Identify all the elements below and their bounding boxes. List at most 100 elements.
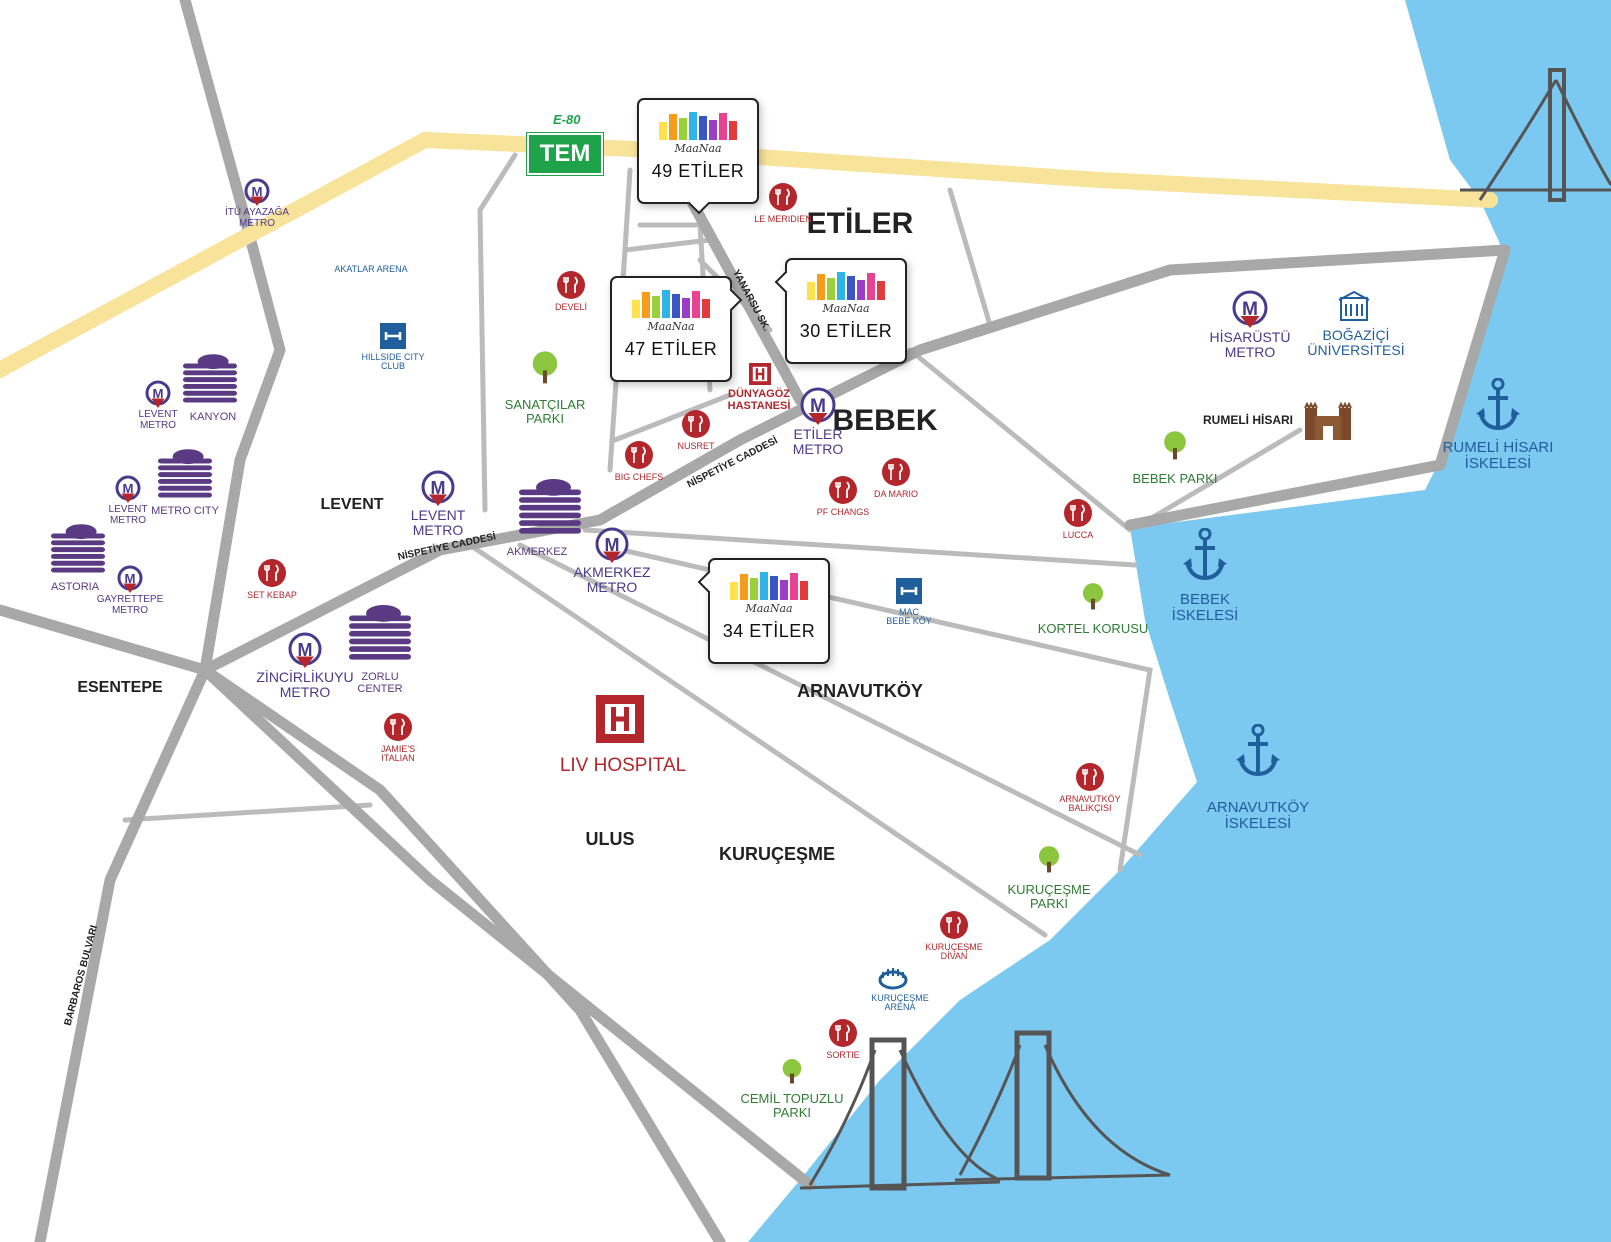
district-label: ESENTEPE — [77, 679, 163, 696]
restaurant-icon[interactable] — [681, 409, 711, 444]
restaurant-label: ARNAVUTKÖY BALIKÇISI — [1059, 794, 1121, 814]
pier-label: ARNAVUTKÖY İSKELESİ — [1206, 799, 1310, 832]
project-logo-text: MaaNaa — [822, 302, 870, 315]
bosphorus-bridge-2 — [954, 1030, 1171, 1182]
anchor-icon[interactable] — [1236, 723, 1280, 783]
maanaa-logo-icon — [710, 572, 828, 600]
mall-label: ZORLU CENTER — [357, 671, 403, 695]
bosphorus-bridge-1 — [799, 1037, 1001, 1191]
svg-text:M: M — [605, 535, 620, 555]
arena-icon[interactable] — [878, 964, 908, 995]
svg-text:M: M — [1242, 299, 1258, 320]
metro-icon[interactable]: M — [595, 527, 629, 572]
mall-label: AKMERKEZ — [506, 546, 568, 558]
svg-text:M: M — [298, 640, 313, 660]
sports-club-label: HILLSIDE CITY CLUB — [361, 352, 425, 372]
gym-icon[interactable] — [380, 323, 406, 354]
restaurant-icon[interactable] — [556, 270, 586, 305]
shopping-mall-icon[interactable] — [179, 348, 241, 415]
shopping-mall-icon[interactable] — [154, 443, 216, 510]
metro-icon[interactable]: M — [800, 387, 836, 434]
university-label: BOĞAZİÇİ ÜNİVERSİTESİ — [1307, 327, 1405, 358]
district-label: ETİLER — [806, 207, 914, 240]
metro-station-label: İTÜ AYAZAĞA METRO — [224, 207, 290, 229]
metro-station-label: LEVENT METRO — [138, 409, 178, 431]
svg-text:M: M — [431, 478, 446, 498]
restaurant-icon[interactable] — [1063, 498, 1093, 533]
district-label: BEBEK — [832, 404, 938, 437]
park-label: KORTEL KORUSU — [1037, 621, 1149, 636]
svg-text:M: M — [125, 571, 136, 586]
district-label: KURUÇEŞME — [718, 844, 836, 864]
district-label: ARNAVUTKÖY — [797, 681, 923, 701]
gym-icon[interactable] — [896, 578, 922, 609]
maanaa-logo-icon — [787, 272, 905, 300]
restaurant-icon[interactable] — [828, 1018, 858, 1053]
metro-icon[interactable]: M — [288, 632, 322, 677]
restaurant-icon[interactable] — [383, 712, 413, 747]
project-address: 49 ETİLER — [651, 161, 745, 181]
maanaa-logo-icon — [612, 290, 730, 318]
metro-station-label: HİSARÜSTÜ METRO — [1209, 329, 1291, 360]
restaurant-label: PF CHANGS — [816, 507, 870, 517]
fsm-bridge — [1460, 68, 1611, 202]
restaurant-label: LUCCA — [1062, 530, 1094, 540]
rumeli-hisari-label: RUMELİ HİSARI — [1203, 413, 1293, 427]
sports-club-label: MAC BEBE KÖY — [886, 607, 932, 627]
metro-icon[interactable]: M — [145, 380, 171, 417]
restaurant-label: SET KEBAP — [247, 590, 297, 600]
metro-station-label: GAYRETTEPE METRO — [96, 594, 164, 616]
restaurant-label: DEVELİ — [554, 302, 588, 312]
shopping-mall-icon[interactable] — [345, 598, 415, 673]
restaurant-label: JAMIE'S ITALIAN — [380, 744, 416, 764]
e80-route-label: E-80 — [553, 112, 581, 127]
hospital-icon[interactable] — [595, 694, 645, 749]
restaurant-icon[interactable] — [881, 457, 911, 492]
tem-highway-sign[interactable]: TEM — [526, 132, 604, 176]
tree-icon[interactable] — [1160, 430, 1190, 465]
pier-label: BEBEK İSKELESİ — [1171, 591, 1239, 624]
restaurant-icon[interactable] — [257, 558, 287, 593]
restaurant-label: LE MERIDIEN — [754, 214, 812, 224]
metro-station-label: LEVENT METRO — [108, 504, 148, 526]
project-callout[interactable]: MaaNaa 30 ETİLER — [774, 258, 907, 364]
anchor-icon[interactable] — [1183, 527, 1227, 587]
restaurant-icon[interactable] — [1075, 762, 1105, 797]
park-label: SANATÇILAR PARKI — [504, 397, 586, 426]
castle-icon[interactable] — [1303, 400, 1353, 445]
project-address: 30 ETİLER — [799, 321, 893, 341]
metro-icon[interactable]: M — [244, 178, 270, 215]
metro-icon[interactable]: M — [117, 565, 143, 602]
bosphorus-sea — [748, 0, 1611, 1242]
svg-text:M: M — [810, 396, 826, 417]
pier-label: RUMELİ HİSARI İSKELESİ — [1442, 439, 1554, 472]
metro-icon[interactable]: M — [1232, 290, 1268, 337]
restaurant-icon[interactable] — [939, 910, 969, 945]
anchor-icon[interactable] — [1476, 377, 1520, 437]
tree-icon[interactable] — [1079, 582, 1107, 615]
restaurant-icon[interactable] — [768, 182, 798, 217]
hospital-label: LIV HOSPITAL — [559, 755, 687, 776]
hospital-icon[interactable] — [748, 362, 772, 391]
university-icon[interactable] — [1338, 290, 1370, 327]
shopping-mall-icon[interactable] — [515, 472, 585, 547]
tree-icon[interactable] — [528, 350, 562, 389]
restaurant-icon[interactable] — [624, 440, 654, 475]
restaurant-icon[interactable] — [828, 475, 858, 510]
metro-station-label: ETİLER METRO — [792, 426, 844, 457]
park-label: CEMİL TOPUZLU PARKI — [740, 1091, 844, 1120]
metro-icon[interactable]: M — [421, 470, 455, 515]
metro-station-label: ZİNCİRLİKUYU METRO — [256, 669, 354, 700]
district-label: LEVENT — [320, 496, 384, 513]
metro-icon[interactable]: M — [115, 475, 141, 512]
restaurant-label: SORTIE — [826, 1050, 860, 1060]
restaurant-label: DA MARIO — [873, 489, 919, 499]
metro-station-label: AKMERKEZ METRO — [573, 564, 651, 595]
shopping-mall-icon[interactable] — [47, 518, 109, 585]
tree-icon[interactable] — [779, 1058, 805, 1089]
tree-icon[interactable] — [1035, 845, 1063, 878]
